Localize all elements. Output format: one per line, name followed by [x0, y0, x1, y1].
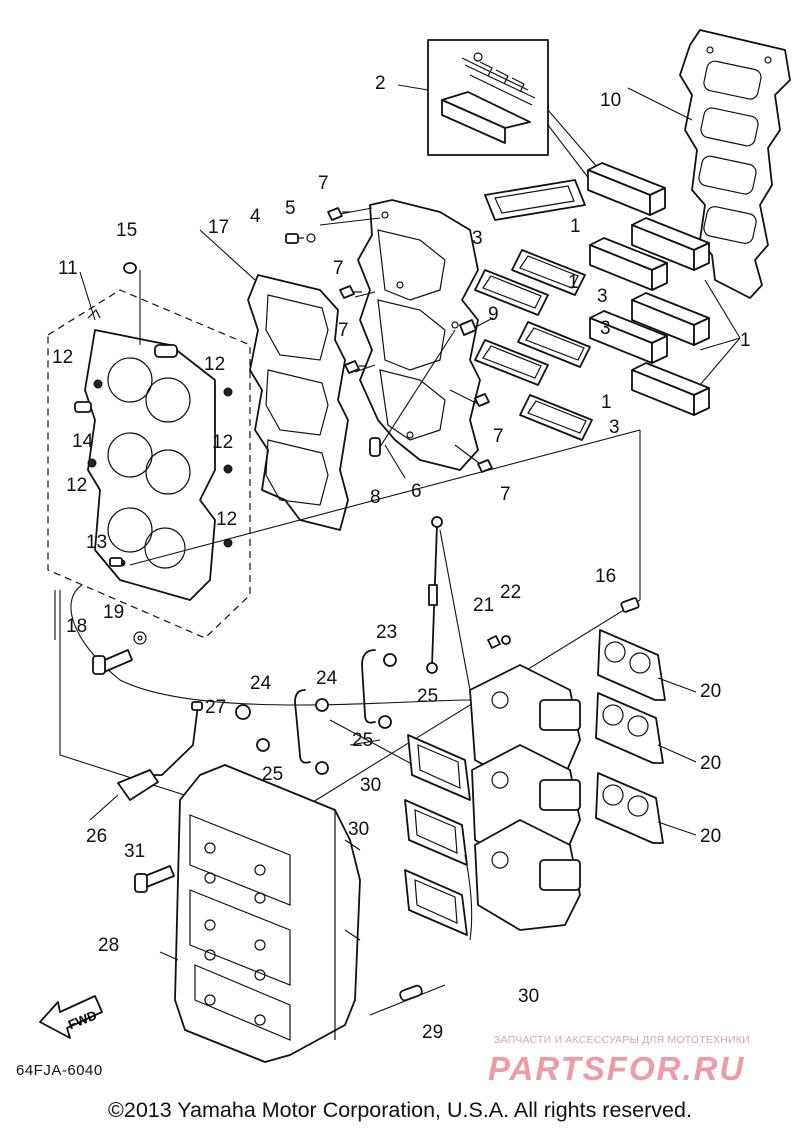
gaskets-30: [404, 734, 471, 936]
callout-8: 8: [370, 487, 381, 508]
callout-12: 12: [204, 354, 225, 375]
callout-28: 28: [98, 935, 119, 956]
callout-7: 7: [338, 320, 349, 341]
callout-leaders: [89, 84, 741, 961]
reed-plate-6: [357, 199, 481, 471]
callout-1: 1: [570, 216, 581, 237]
copyright-notice: ©2013 Yamaha Motor Corporation, U.S.A. A…: [108, 1098, 692, 1122]
callout-1: 1: [740, 330, 751, 351]
callout-14: 14: [72, 431, 94, 452]
callout-4: 4: [250, 206, 261, 227]
leader-lines: [54, 207, 641, 811]
carburetor-group-11: [47, 289, 251, 639]
callout-24: 24: [250, 673, 272, 694]
callout-10: 10: [600, 90, 621, 111]
callout-12: 12: [66, 475, 87, 496]
callout-7: 7: [493, 426, 504, 447]
callout-12: 12: [212, 432, 233, 453]
callout-7: 7: [318, 173, 329, 194]
callout-1: 1: [568, 272, 579, 293]
callout-25: 25: [417, 686, 438, 707]
silencer-cover-28: [134, 764, 473, 1063]
callout-20: 20: [700, 681, 721, 702]
reed-gaskets-3: [474, 179, 593, 441]
fwd-arrow: FWD: [39, 995, 103, 1039]
callout-30: 30: [360, 775, 381, 796]
callout-9: 9: [488, 304, 499, 325]
callout-2: 2: [375, 73, 386, 94]
callout-15: 15: [116, 220, 137, 241]
callout-22: 22: [500, 582, 521, 603]
callout-20: 20: [700, 826, 721, 847]
gasket-10: [679, 29, 791, 299]
linkage-parts: [235, 516, 511, 775]
callout-30: 30: [518, 986, 539, 1007]
callout-25: 25: [262, 764, 283, 785]
callout-23: 23: [376, 622, 397, 643]
callout-3: 3: [600, 318, 611, 339]
callout-19: 19: [103, 602, 124, 623]
carburetor-assemblies: [469, 664, 581, 931]
reed-valve-assemblies-1: [587, 162, 710, 416]
callout-20: 20: [700, 753, 721, 774]
callout-21: 21: [473, 595, 494, 616]
callout-6: 6: [411, 481, 422, 502]
callout-labels: 1 1 1 1 2 3 3 3 3 4 5 6 7 7 7 7 7 7 8 9 …: [52, 73, 751, 1043]
watermark-tagline: ЗАПЧАСТИ И АКСЕССУАРЫ ДЛЯ МОТОТЕХНИКИ: [494, 1034, 750, 1046]
callout-7: 7: [333, 258, 344, 279]
carb-gaskets-20: [595, 629, 666, 844]
callout-30: 30: [348, 819, 369, 840]
diagram-code: 64FJA-6040: [16, 1062, 103, 1079]
callout-3: 3: [609, 417, 620, 438]
callout-17: 17: [208, 217, 229, 238]
callout-27: 27: [205, 697, 226, 718]
callout-29: 29: [422, 1022, 443, 1043]
callout-1: 1: [601, 392, 612, 413]
sensor-26-27: [117, 701, 203, 801]
callout-3: 3: [597, 286, 608, 307]
callout-18: 18: [66, 616, 87, 637]
callout-12: 12: [216, 509, 237, 530]
callout-31: 31: [124, 841, 145, 862]
callout-25: 25: [352, 730, 373, 751]
small-fittings: [92, 207, 640, 675]
callout-11: 11: [58, 258, 78, 279]
callout-26: 26: [86, 826, 107, 847]
callout-13: 13: [86, 532, 107, 553]
callout-3: 3: [472, 228, 483, 249]
reed-valve-detail-inset: [427, 39, 599, 181]
callout-12: 12: [52, 347, 73, 368]
callout-7: 7: [500, 484, 511, 505]
watermark-logo: PARTSFOR.RU: [488, 1050, 746, 1087]
callout-16: 16: [595, 566, 616, 587]
callout-5: 5: [285, 198, 296, 219]
gasket-17: [247, 274, 349, 531]
callout-24: 24: [316, 668, 338, 689]
